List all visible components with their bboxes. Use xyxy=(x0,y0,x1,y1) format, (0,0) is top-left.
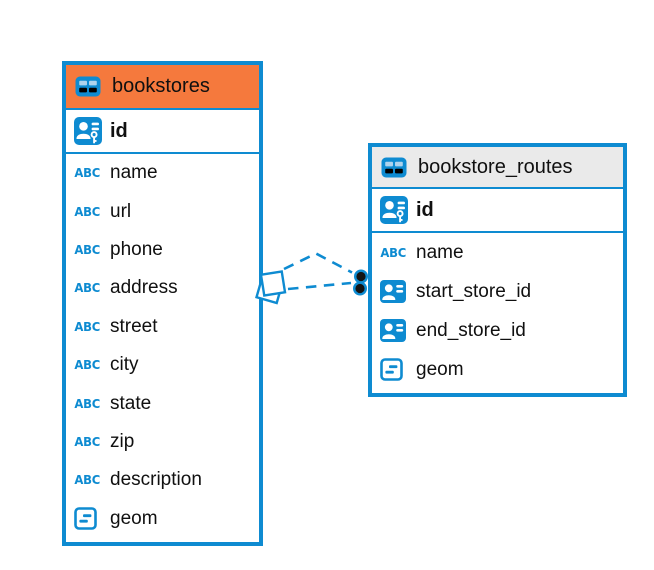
relationship-line xyxy=(287,281,352,291)
person-key-icon xyxy=(380,196,409,224)
field-name: end_store_id xyxy=(416,319,526,341)
person-badge-icon xyxy=(380,319,409,342)
field-name: name xyxy=(416,241,464,263)
field-name: phone xyxy=(110,238,163,260)
geometry-icon xyxy=(380,358,409,381)
field-row[interactable]: ABC name xyxy=(66,154,259,193)
field-name: city xyxy=(110,354,139,376)
field-row[interactable]: ABC description xyxy=(66,461,259,500)
field-row[interactable]: geom xyxy=(66,499,259,538)
abc-text-icon: ABC xyxy=(74,434,100,449)
relationship-line xyxy=(283,252,353,274)
abc-text-icon: ABC xyxy=(74,204,100,219)
field-row[interactable]: ABC url xyxy=(66,192,259,231)
field-row[interactable]: ABC state xyxy=(66,384,259,423)
field-row[interactable]: ABC city xyxy=(66,345,259,385)
field-row-pk[interactable]: id xyxy=(372,189,623,233)
table-bookstores-header[interactable]: bookstores xyxy=(66,65,259,110)
field-row[interactable]: ABC address xyxy=(66,269,259,308)
field-row-pk[interactable]: id xyxy=(66,110,259,154)
field-name: geom xyxy=(110,507,158,529)
field-row[interactable]: ABC phone xyxy=(66,230,259,270)
person-badge-icon xyxy=(380,280,409,303)
field-row[interactable]: ABC zip xyxy=(66,422,259,462)
abc-text-icon: ABC xyxy=(74,396,100,411)
field-name: id xyxy=(416,198,434,221)
abc-text-icon: ABC xyxy=(74,166,100,181)
field-row[interactable]: end_store_id xyxy=(372,311,623,350)
field-name: street xyxy=(110,315,158,337)
table-grid-icon xyxy=(75,76,104,97)
abc-text-icon: ABC xyxy=(74,473,100,488)
table-title: bookstores xyxy=(112,75,210,97)
field-row[interactable]: ABC street xyxy=(66,307,259,346)
one-side-marker xyxy=(353,269,369,296)
abc-text-icon: ABC xyxy=(380,245,406,260)
field-name: start_store_id xyxy=(416,280,532,302)
field-row[interactable]: start_store_id xyxy=(372,272,623,311)
field-name: description xyxy=(110,469,202,491)
abc-text-icon: ABC xyxy=(74,242,100,257)
field-name: zip xyxy=(110,430,135,452)
field-name: state xyxy=(110,392,152,414)
table-bookstore-routes-header[interactable]: bookstore_routes xyxy=(372,147,623,189)
abc-text-icon: ABC xyxy=(74,281,100,296)
table-title: bookstore_routes xyxy=(418,155,573,178)
field-name: id xyxy=(110,119,128,142)
table-bookstore-routes[interactable]: bookstore_routes id ABC name start_store… xyxy=(368,143,627,397)
field-row[interactable]: ABC name xyxy=(372,233,623,272)
person-key-icon xyxy=(74,117,103,145)
geometry-icon xyxy=(74,507,103,531)
field-row[interactable]: geom xyxy=(372,350,623,389)
table-bookstores[interactable]: bookstores id ABC name ABC url ABC phone… xyxy=(62,61,263,546)
field-name: name xyxy=(110,162,158,184)
abc-text-icon: ABC xyxy=(74,319,100,334)
field-name: url xyxy=(110,200,132,222)
table-grid-icon xyxy=(381,157,410,178)
field-name: address xyxy=(110,277,178,299)
abc-text-icon: ABC xyxy=(74,358,100,373)
field-name: geom xyxy=(416,358,464,380)
